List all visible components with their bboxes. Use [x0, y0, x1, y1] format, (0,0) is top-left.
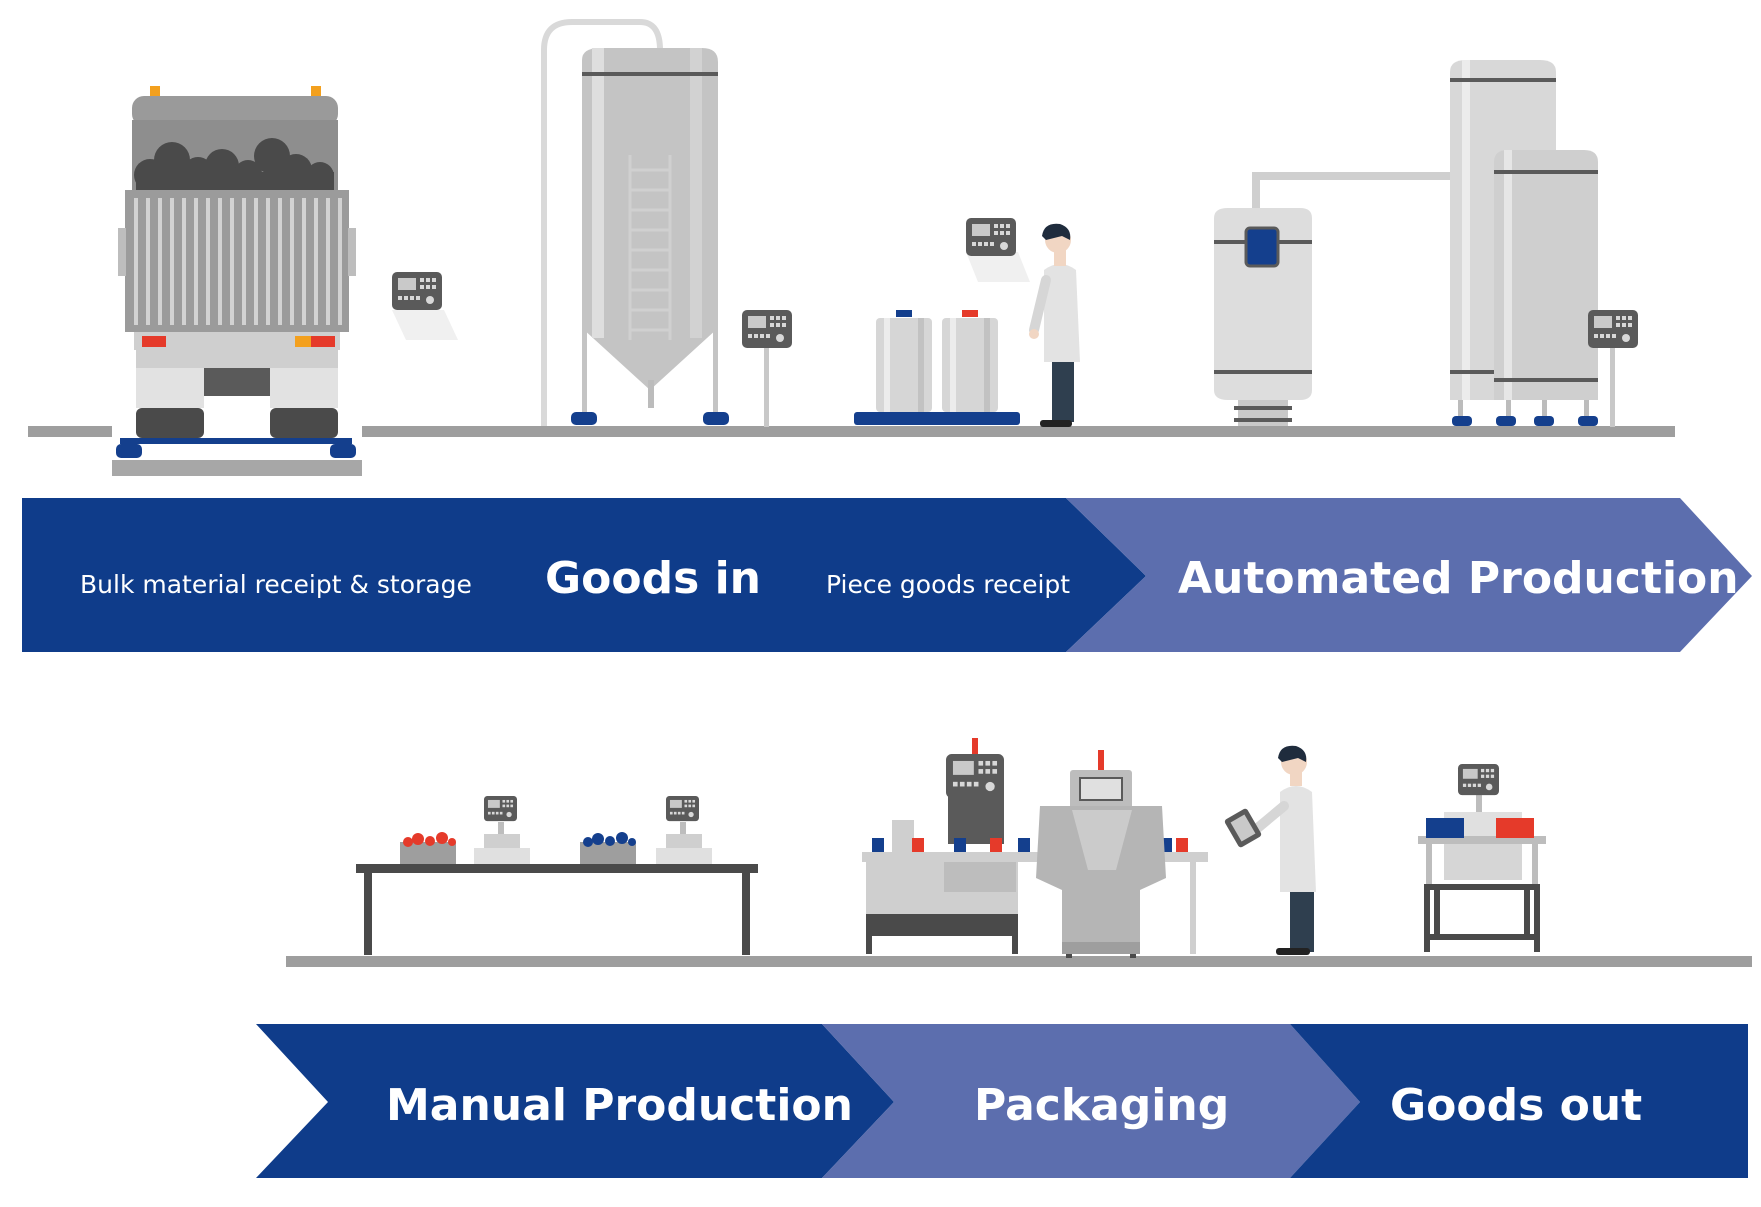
floor-line-bottom	[286, 956, 1752, 967]
silo-terminal-icon	[742, 310, 792, 427]
reactor-vessel-icon	[1214, 172, 1450, 426]
table-scale-terminal-1-icon	[484, 796, 517, 822]
bottom-process-band: Manual Production Packaging Goods out	[256, 1024, 1748, 1178]
floor-line-top	[362, 426, 1675, 437]
weighbridge-icon	[112, 438, 362, 476]
top-process-band: Bulk material receipt & storage Goods in…	[22, 498, 1752, 652]
silo-icon	[541, 19, 729, 426]
worker-icon	[1029, 223, 1080, 427]
table-scale-terminal-2-icon	[666, 796, 699, 822]
packaging-band	[822, 1024, 1360, 1178]
work-table-icon	[356, 796, 758, 955]
shipping-terminal-icon	[1458, 764, 1499, 796]
piece-goods-label: Piece goods receipt	[826, 570, 1070, 599]
goods-in-band	[22, 498, 1146, 652]
goods-out-band	[1290, 1024, 1748, 1178]
platform-scale-icon	[854, 412, 1020, 425]
automated-production-band	[1066, 498, 1752, 652]
packaging-title: Packaging	[974, 1080, 1229, 1131]
goods-in-title: Goods in	[545, 553, 761, 604]
barrels-icon	[876, 310, 998, 412]
truck-icon	[118, 86, 356, 438]
bottom-scene	[286, 738, 1752, 967]
storage-tanks-icon	[1450, 60, 1598, 426]
piece-terminal-icon	[966, 218, 1030, 282]
worker-with-tablet-icon	[1224, 745, 1316, 955]
tank-terminal-icon	[1588, 310, 1638, 427]
floor-line-top-left	[28, 426, 112, 437]
bulk-material-label: Bulk material receipt & storage	[80, 570, 472, 599]
shipping-scale-icon	[1418, 790, 1546, 952]
manual-production-band	[256, 1024, 894, 1178]
checkweigher-terminal-icon	[946, 754, 1004, 799]
automated-production-title: Automated Production	[1178, 553, 1739, 604]
manual-production-title: Manual Production	[386, 1080, 853, 1131]
checkweigher-line-icon	[862, 738, 1208, 958]
weighing-terminal-icon	[392, 272, 458, 340]
top-scene	[28, 19, 1675, 476]
goods-out-title: Goods out	[1390, 1080, 1642, 1131]
